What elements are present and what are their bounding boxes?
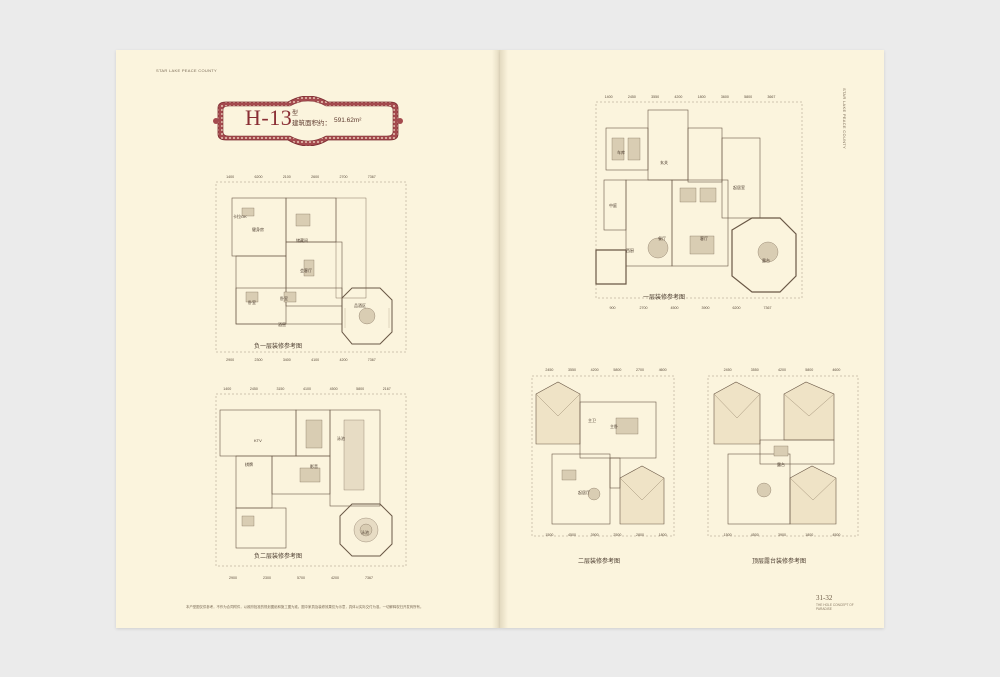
room-label: 客厅: [700, 236, 708, 241]
unit-type-suffix: 型: [292, 111, 299, 117]
floor2-caption: 二层装修参考图: [578, 559, 621, 565]
room-label: KTV: [254, 438, 262, 443]
roof-caption: 顶层露台装修参考图: [752, 559, 807, 565]
footer-note: 本户型图仅供参考，不作为合同附件，以政府批准的规划图纸和施工图为准。图中家具及装…: [186, 605, 424, 609]
room-label: 卧室: [280, 296, 288, 301]
room-label: 中庭: [609, 203, 617, 208]
page-subtitle: THE HOLE CONCEPT OF PARADISE: [816, 603, 854, 611]
room-label: 玄关: [660, 160, 668, 165]
page-number: 31-32: [816, 594, 833, 602]
room-label: 影音: [310, 464, 318, 469]
room-label: 西厨: [626, 248, 634, 253]
unit-title-cartouche: H-13 型 建筑面积约： 591.62m²: [208, 96, 408, 146]
right-page: [500, 50, 884, 628]
header-right: STAR LAKE PEACE COUNTY: [842, 88, 847, 149]
basement2-caption: 负二层装修参考图: [254, 554, 303, 560]
basement1-floorplan: [212, 180, 412, 355]
room-label: 主卫: [588, 418, 596, 423]
floor1-floorplan: [592, 100, 807, 300]
area-label: 建筑面积约：: [292, 120, 331, 127]
room-label: 露台: [762, 258, 770, 263]
room-label: 品酒区: [354, 303, 366, 308]
room-label: 泳池: [337, 436, 345, 441]
room-label: 泳池: [361, 530, 369, 535]
room-label: 卡拉OK: [233, 214, 247, 219]
room-label: 会客厅: [300, 268, 312, 273]
room-label: 主卧: [610, 424, 618, 429]
book-gutter: [492, 50, 508, 628]
basement1-caption: 负一层装修参考图: [254, 344, 303, 350]
room-label: 起居室: [733, 185, 745, 190]
room-label: 储藏间: [296, 238, 308, 243]
floor1-caption: 一层装修参考图: [643, 295, 686, 301]
room-label: 棋牌: [245, 462, 253, 467]
floor2-floorplan: [528, 374, 678, 539]
room-label: 起居厅: [578, 490, 590, 495]
unit-type-code: H-13: [245, 105, 293, 130]
left-page: [116, 50, 500, 628]
basement2-floorplan: [212, 392, 412, 570]
room-label: 酒窖: [278, 322, 286, 327]
header-left: STAR LAKE PEACE COUNTY: [156, 68, 217, 73]
room-label: 卧室: [248, 300, 256, 305]
roof-floorplan: [704, 374, 864, 539]
room-label: 餐厅: [658, 236, 666, 241]
room-label: 健身房: [252, 227, 264, 232]
room-label: 露台: [777, 462, 785, 467]
ornate-frame-icon: [213, 96, 403, 146]
area-value: 591.62m²: [334, 117, 362, 124]
room-label: 车库: [617, 150, 625, 155]
